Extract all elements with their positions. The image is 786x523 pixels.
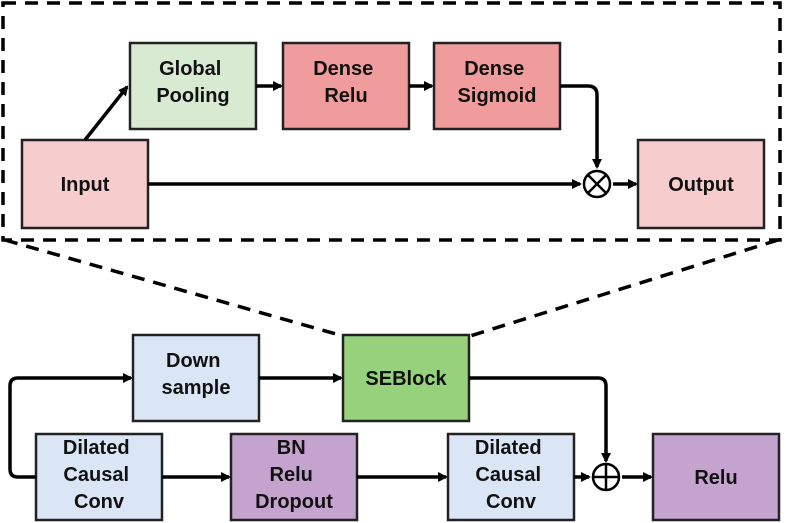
global-pooling-box: Global Pooling — [128, 41, 258, 131]
down-sample-box: Down sample — [131, 333, 261, 423]
arrow-input-to-pooling — [83, 85, 129, 142]
add-operator-icon — [591, 462, 621, 492]
dense-sigmoid-box: Dense Sigmoid — [432, 41, 562, 131]
down-sample-label: Down sample — [162, 350, 231, 399]
zoom-line-left — [4, 238, 344, 338]
input-box: Input — [20, 138, 150, 230]
arrow-seblock-to-add — [469, 376, 611, 463]
global-pooling-label: Global Pooling — [156, 58, 229, 107]
seblock-box: SEBlock — [341, 333, 471, 423]
relu-label: Relu — [694, 467, 737, 489]
dense-sigmoid-label: Dense Sigmoid — [458, 58, 537, 107]
output-box: Output — [636, 138, 766, 230]
dilated-causal-conv-1-label: Dilated Causal Conv — [63, 437, 135, 513]
bn-relu-dropout-label: BN Relu Dropout — [255, 437, 333, 513]
dense-relu-label: Dense Relu — [313, 58, 379, 107]
bn-relu-dropout-box: BN Relu Dropout — [229, 432, 359, 522]
multiply-operator-icon — [582, 169, 612, 199]
dense-relu-box: Dense Relu — [281, 41, 411, 131]
input-label: Input — [61, 174, 110, 196]
dilated-causal-conv-2-box: Dilated Causal Conv — [446, 432, 576, 522]
dilated-causal-conv-1-box: Dilated Causal Conv — [34, 432, 164, 522]
output-label: Output — [668, 174, 734, 196]
zoom-line-right — [469, 238, 779, 338]
arrow-input-to-down-sample — [8, 373, 133, 479]
arrow-sigmoid-to-multiply — [560, 84, 602, 169]
dilated-causal-conv-2-label: Dilated Causal Conv — [475, 437, 547, 513]
seblock-label: SEBlock — [365, 368, 447, 390]
relu-box: Relu — [651, 432, 781, 522]
